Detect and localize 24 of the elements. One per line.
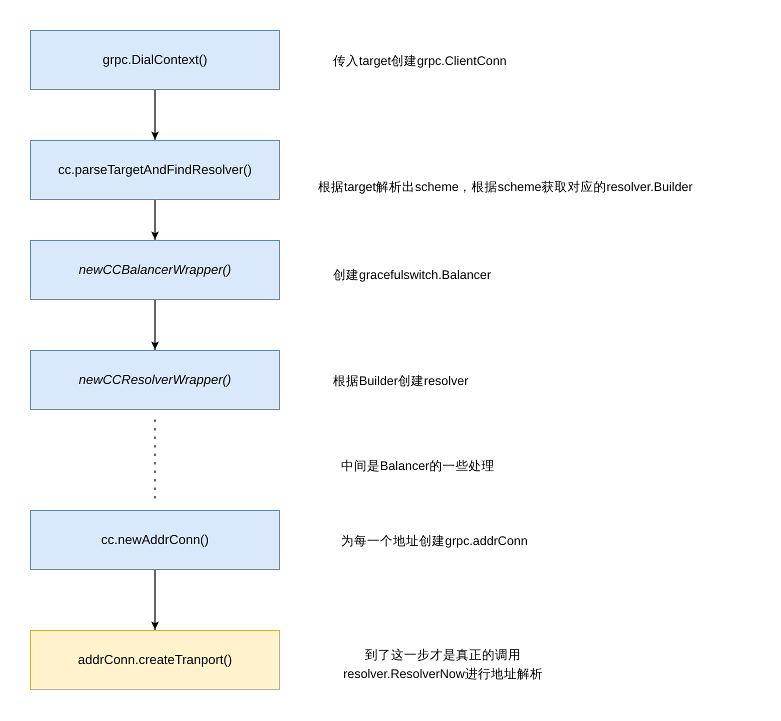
- step-description: 创建gracefulswitch.Balancer: [333, 267, 492, 284]
- step-description: 传入target创建grpc.ClientConn: [333, 53, 507, 70]
- step-text: cc.newAddrConn(): [101, 531, 209, 550]
- dotted-connector: [154, 419, 156, 501]
- arrow: [151, 200, 159, 240]
- step-description: 根据target解析出scheme，根据scheme获取对应的resolver.Builder: [318, 179, 693, 196]
- step-description: 到了这一步才是真正的调用 resolver.ResolverNow进行地址解析: [342, 647, 544, 683]
- step-description: 为每一个地址创建grpc.addrConn: [341, 533, 528, 550]
- step-text: addrConn.createTranport(): [78, 651, 232, 670]
- process-box: [30, 630, 280, 690]
- process-box: [30, 350, 280, 410]
- step-text: cc.parseTargetAndFindResolver(): [58, 161, 252, 180]
- arrow: [151, 300, 159, 350]
- step-text: newCCBalancerWrapper(): [78, 261, 232, 280]
- process-box: [30, 30, 280, 90]
- process-box: [30, 240, 280, 300]
- step-description: 根据Builder创建resolver: [333, 373, 468, 390]
- step-text: newCCResolverWrapper(): [78, 371, 232, 390]
- step-text: grpc.DialContext(): [102, 51, 208, 70]
- process-box: [30, 140, 280, 200]
- process-box: [30, 510, 280, 570]
- arrow: [151, 570, 159, 630]
- step-description: 中间是Balancer的一些处理: [341, 458, 494, 475]
- arrow: [151, 90, 159, 140]
